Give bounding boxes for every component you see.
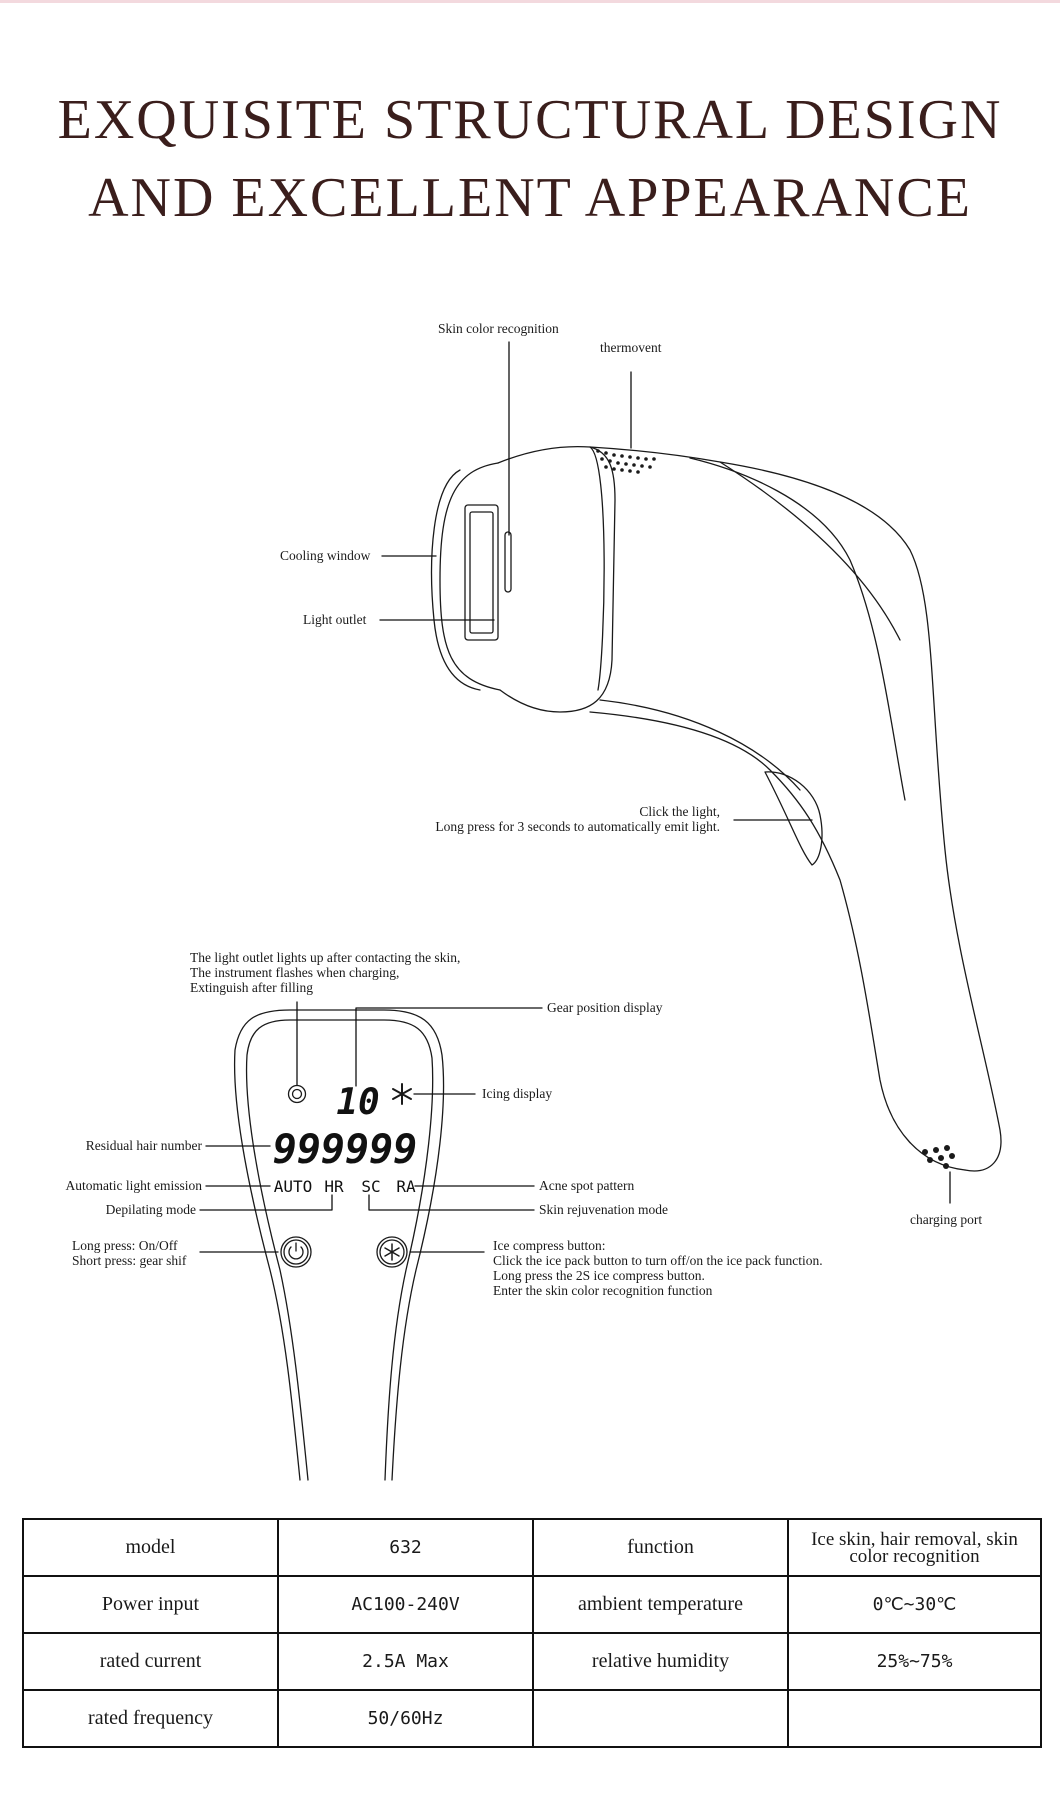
spec-empty-cell bbox=[532, 1689, 789, 1748]
label-automatic-light-emission: Automatic light emission bbox=[66, 1178, 203, 1193]
device-illustration bbox=[430, 445, 1002, 1172]
label-skin-rejuvenation-mode: Skin rejuvenation mode bbox=[539, 1202, 668, 1217]
label-power-1: Long press: On/Off bbox=[72, 1238, 178, 1253]
label-depilating-mode: Depilating mode bbox=[106, 1202, 196, 1217]
lcd-mode-sc: SC bbox=[361, 1177, 380, 1196]
label-residual-hair-number: Residual hair number bbox=[86, 1138, 203, 1153]
device-diagram: 10 999999 AUTO HR SC RA Skin color recog… bbox=[66, 321, 1002, 1481]
label-click-light-1: Click the light, bbox=[639, 804, 720, 819]
label-ice-4: Enter the skin color recognition functio… bbox=[493, 1283, 713, 1298]
label-light-outlet: Light outlet bbox=[303, 612, 367, 627]
table-row: Power input AC100-240V ambient temperatu… bbox=[22, 1575, 1042, 1634]
table-row: rated frequency 50/60Hz bbox=[22, 1689, 1042, 1748]
panel-leader-lines bbox=[199, 1001, 543, 1253]
label-indicator-3: Extinguish after filling bbox=[190, 980, 313, 995]
label-ice-2: Click the ice pack button to turn off/on… bbox=[493, 1253, 823, 1268]
spec-label: ambient temperature bbox=[532, 1575, 789, 1634]
label-ice-3: Long press the 2S ice compress button. bbox=[493, 1268, 705, 1283]
lcd-gear: 10 bbox=[336, 1082, 379, 1123]
device-leader-lines bbox=[379, 341, 951, 1204]
spec-label: relative humidity bbox=[532, 1632, 789, 1691]
spec-value: Ice skin, hair removal, skin color recog… bbox=[787, 1518, 1042, 1577]
label-icing-display: Icing display bbox=[482, 1086, 552, 1101]
headline-line-2: AND EXCELLENT APPEARANCE bbox=[88, 167, 972, 229]
spec-label: model bbox=[22, 1518, 279, 1577]
table-row: model 632 function Ice skin, hair remova… bbox=[22, 1518, 1042, 1577]
label-ice-1: Ice compress button: bbox=[493, 1238, 605, 1253]
spec-table: model 632 function Ice skin, hair remova… bbox=[22, 1518, 1042, 1748]
spec-value: 2.5A Max bbox=[277, 1632, 534, 1691]
lcd-mode-ra: RA bbox=[396, 1177, 416, 1196]
spec-value: AC100-240V bbox=[277, 1575, 534, 1634]
label-indicator-1: The light outlet lights up after contact… bbox=[190, 950, 460, 965]
lcd-counter: 999999 bbox=[273, 1127, 418, 1173]
label-indicator-2: The instrument flashes when charging, bbox=[190, 965, 399, 980]
spec-value: 632 bbox=[277, 1518, 534, 1577]
label-skin-color-recognition: Skin color recognition bbox=[438, 321, 559, 336]
label-click-light-2: Long press for 3 seconds to automaticall… bbox=[435, 819, 720, 834]
label-gear-position-display: Gear position display bbox=[547, 1000, 663, 1015]
spec-value: 25%~75% bbox=[787, 1632, 1042, 1691]
top-border bbox=[0, 0, 1060, 3]
control-panel-illustration bbox=[233, 1009, 445, 1481]
spec-label: Power input bbox=[22, 1575, 279, 1634]
label-power-2: Short press: gear shif bbox=[72, 1253, 187, 1268]
label-acne-spot-pattern: Acne spot pattern bbox=[539, 1178, 634, 1193]
spec-value: 0℃~30℃ bbox=[787, 1575, 1042, 1634]
label-charging-port: charging port bbox=[910, 1212, 982, 1227]
label-cooling-window: Cooling window bbox=[280, 548, 371, 563]
headline-line-1: EXQUISITE STRUCTURAL DESIGN bbox=[57, 89, 1003, 151]
lcd-mode-auto: AUTO bbox=[274, 1177, 313, 1196]
spec-empty-cell bbox=[787, 1689, 1042, 1748]
spec-value: 50/60Hz bbox=[277, 1689, 534, 1748]
spec-label: function bbox=[532, 1518, 789, 1577]
table-row: rated current 2.5A Max relative humidity… bbox=[22, 1632, 1042, 1691]
label-thermovent: thermovent bbox=[600, 340, 662, 355]
spec-label: rated frequency bbox=[22, 1689, 279, 1748]
lcd-mode-hr: HR bbox=[324, 1177, 344, 1196]
spec-label: rated current bbox=[22, 1632, 279, 1691]
